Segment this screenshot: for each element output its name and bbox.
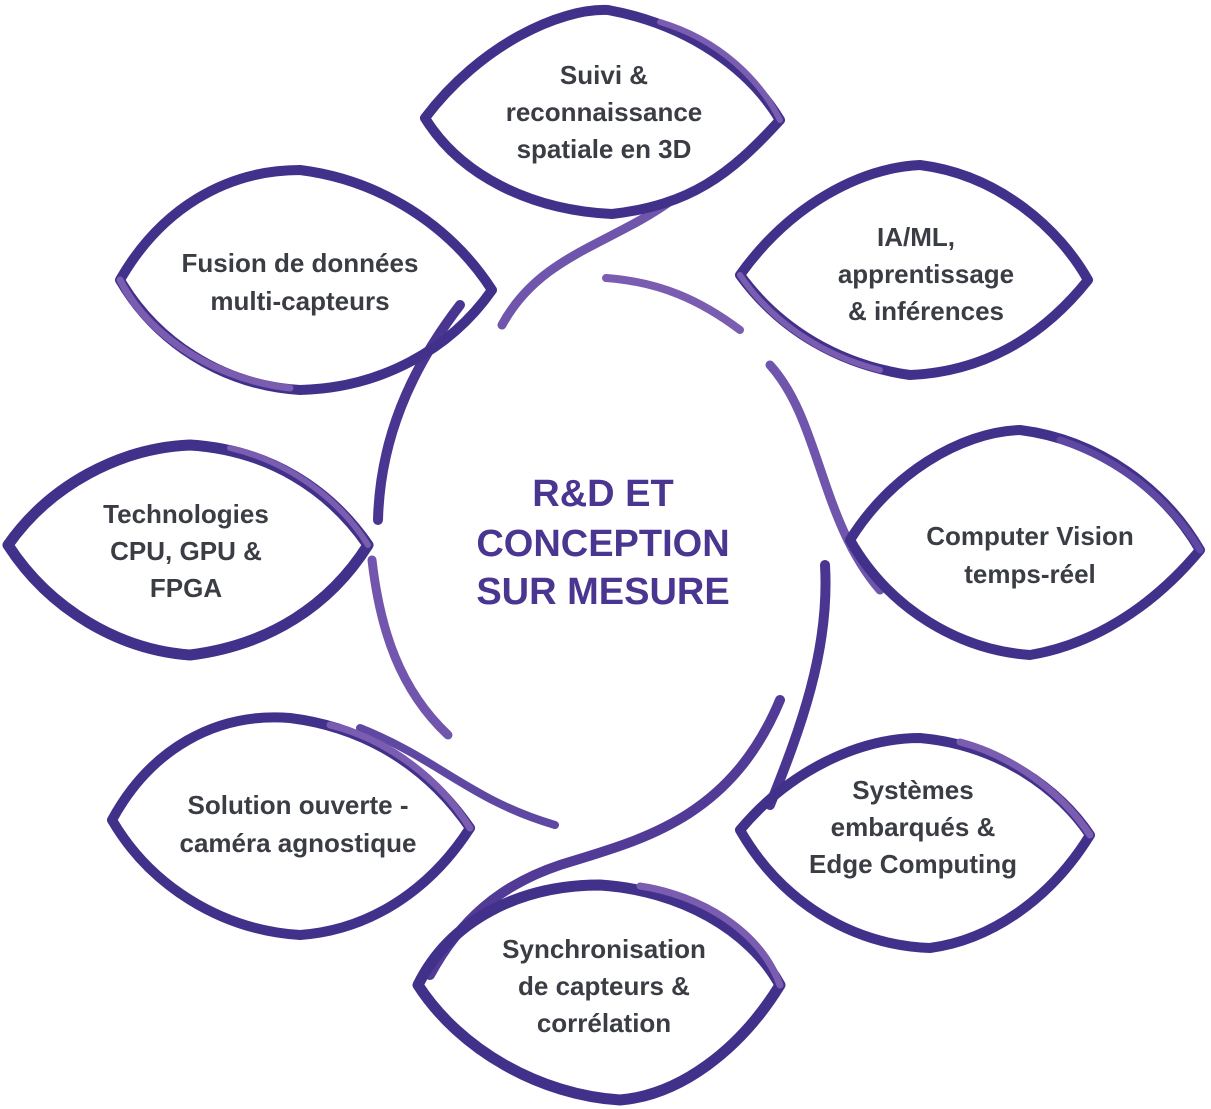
label-suivi-line: Suivi & xyxy=(560,60,648,90)
petal-suivi xyxy=(420,4,785,219)
label-fusion-line: multi-capteurs xyxy=(210,286,389,316)
swirl-stroke xyxy=(765,560,831,810)
label-systemes-embarques-line: Systèmes xyxy=(852,775,973,805)
label-computer-vision-line: Computer Vision xyxy=(926,521,1134,551)
petal-synchronisation xyxy=(412,879,786,1106)
center-title-line: SUR MESURE xyxy=(476,571,729,613)
petal-accent xyxy=(326,721,474,832)
swirl-stroke xyxy=(356,724,559,829)
label-technologies-line: FPGA xyxy=(150,573,222,603)
label-suivi-line: reconnaissance xyxy=(506,97,703,127)
label-systemes-embarques-line: embarqués & xyxy=(831,812,996,842)
swirl-stroke xyxy=(497,195,677,330)
petal-outline xyxy=(735,733,1095,953)
petal-outline xyxy=(107,712,475,940)
label-solution-ouverte-line: Solution ouverte - xyxy=(188,790,409,820)
petal-accent xyxy=(1056,436,1204,554)
label-solution-ouverte-line: caméra agnostique xyxy=(180,828,417,858)
petal-accent xyxy=(956,738,1094,839)
petal-labels: Suivi & reconnaissance spatiale en 3D IA… xyxy=(103,60,1134,1038)
petal-accent xyxy=(737,272,883,373)
petal-solution-ouverte xyxy=(107,712,475,940)
label-synchronisation-line: Synchronisation xyxy=(502,934,706,964)
petal-accent xyxy=(636,882,784,989)
label-technologies-line: CPU, GPU & xyxy=(110,536,262,566)
label-fusion-line: Fusion de données xyxy=(182,248,419,278)
label-ia-ml-line: IA/ML, xyxy=(877,222,955,252)
swirl-stroke xyxy=(367,555,453,740)
center-title: R&D ET CONCEPTION SUR MESURE xyxy=(476,473,729,613)
petal-computer-vision xyxy=(845,425,1205,660)
petal-accent xyxy=(657,19,783,123)
center-title-line: R&D ET xyxy=(532,473,673,515)
petals xyxy=(2,4,1205,1106)
label-suivi-line: spatiale en 3D xyxy=(517,134,692,164)
petal-accent xyxy=(116,276,294,392)
petal-technologies xyxy=(2,439,374,661)
label-technologies-line: Technologies xyxy=(103,499,269,529)
petal-ia-ml xyxy=(735,160,1093,380)
label-computer-vision-line: temps-réel xyxy=(964,559,1096,589)
petal-outline xyxy=(115,165,497,395)
petal-systemes-embarques xyxy=(735,733,1095,953)
label-synchronisation-line: corrélation xyxy=(537,1008,671,1038)
swirl-stroke xyxy=(602,274,744,334)
label-synchronisation-line: de capteurs & xyxy=(518,971,690,1001)
label-systemes-embarques-line: Edge Computing xyxy=(809,849,1017,879)
label-ia-ml-line: & inférences xyxy=(848,296,1004,326)
center-title-line: CONCEPTION xyxy=(476,523,729,565)
center-swirl xyxy=(356,195,885,980)
petal-accent xyxy=(227,445,371,548)
swirl-stroke xyxy=(373,300,465,525)
petal-fusion xyxy=(115,165,497,395)
label-ia-ml-line: apprentissage xyxy=(838,259,1014,289)
